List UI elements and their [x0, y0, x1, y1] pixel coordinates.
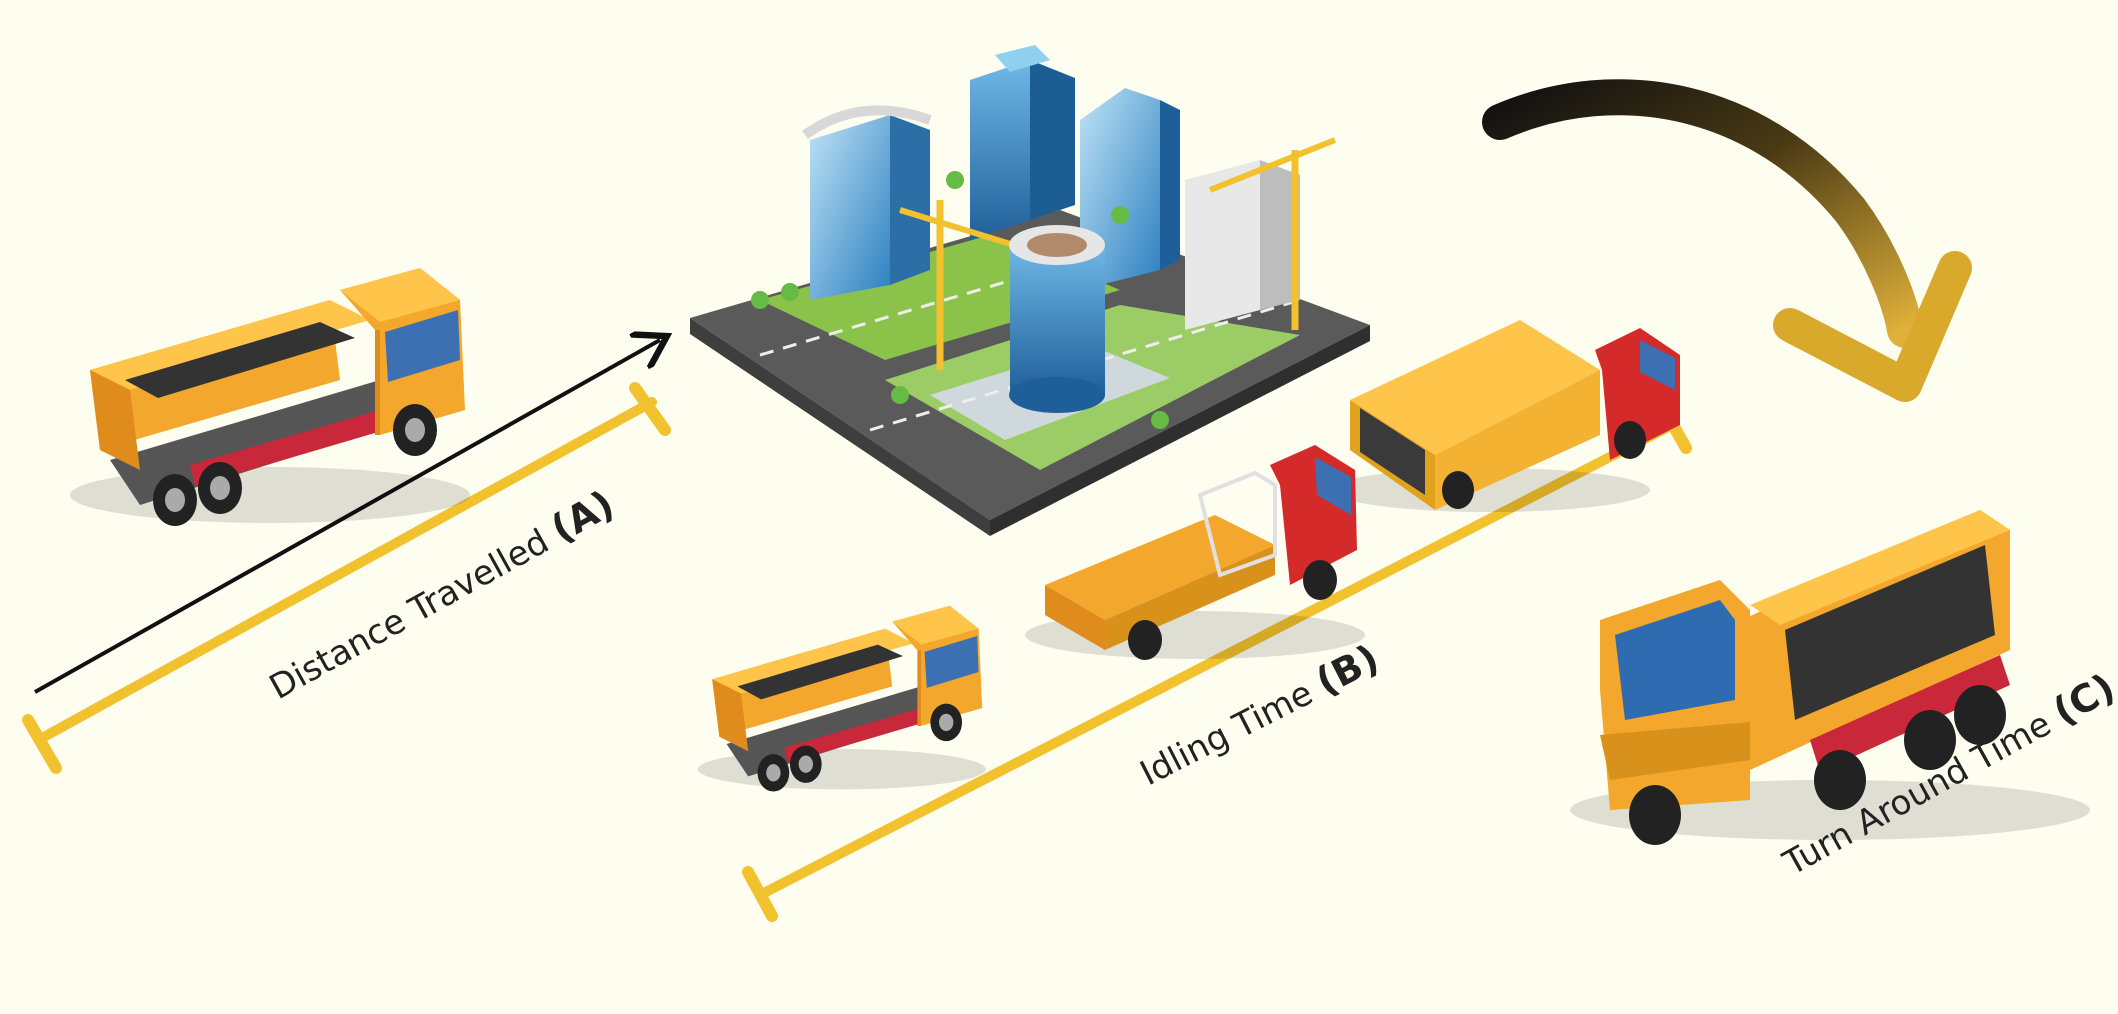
box-truck-icon: [1330, 320, 1680, 512]
dump-truck-icon: [697, 605, 986, 792]
label-idling-time: Idling Time (B): [1132, 636, 1386, 794]
dump-truck-icon: [1570, 510, 2090, 845]
city-block-icon: [690, 45, 1370, 536]
curved-arrow-icon: [1482, 79, 1923, 348]
dump-truck-icon: [70, 268, 470, 526]
flatbed-truck-icon: [1025, 445, 1365, 660]
curved-arrow-head: [1773, 251, 1972, 402]
measure-bar-a: [22, 382, 671, 774]
